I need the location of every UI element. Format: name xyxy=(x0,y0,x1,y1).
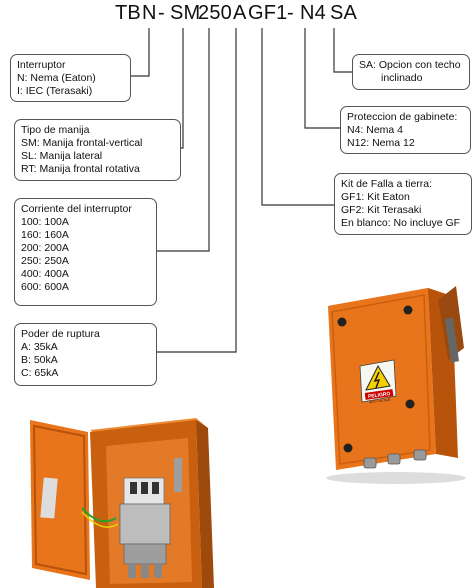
box-proteccion-gabinete: Proteccion de gabinete: N4: Nema 4 N12: … xyxy=(340,106,471,154)
box-interruptor-title: Interruptor xyxy=(17,59,66,71)
box-interruptor: Interruptor N: Nema (Eaton) I: IEC (Tera… xyxy=(10,54,131,102)
box-manija-line-2: SL: Manija lateral xyxy=(21,150,103,162)
code-250: 250 xyxy=(198,2,232,24)
box-kit-falla: Kit de Falla a tierra: GF1: Kit Eaton GF… xyxy=(334,173,472,235)
box-ruptura-line-3: C: 65kA xyxy=(21,367,59,379)
box-manija-line-1: SM: Manija frontal-vertical xyxy=(21,137,143,149)
connector-250 xyxy=(157,28,210,252)
connector-n4 xyxy=(304,28,340,129)
connector-n xyxy=(131,28,150,77)
box-gabinete-line-1: N4: Nema 4 xyxy=(347,124,404,136)
warning-label-subtext: ALTO VOLTAJE xyxy=(369,397,391,404)
box-tipo-manija: Tipo de manija SM: Manija frontal-vertic… xyxy=(14,119,181,181)
box-ruptura-title: Poder de ruptura xyxy=(21,328,100,340)
warning-label-text: PELIGRO xyxy=(368,391,391,400)
box-corriente-line-6: 600: 600A xyxy=(21,281,69,293)
box-falla-line-3: En blanco: No incluye GF xyxy=(341,217,461,229)
code-tb: TB xyxy=(115,2,141,24)
box-ruptura-line-2: B: 50kA xyxy=(21,354,58,366)
box-manija-line-3: RT: Manija frontal rotativa xyxy=(21,163,140,175)
box-corriente-line-3: 200: 200A xyxy=(21,242,69,254)
code-sm: SM xyxy=(170,2,201,24)
box-poder-ruptura: Poder de ruptura A: 35kA B: 50kA C: 65kA xyxy=(14,323,157,386)
breaker xyxy=(119,477,171,578)
box-gabinete-line-2: N12: Nema 12 xyxy=(347,137,415,149)
code-dash-1: - xyxy=(158,2,165,24)
connector-a xyxy=(157,28,237,353)
box-interruptor-line-1: N: Nema (Eaton) xyxy=(17,72,96,84)
warning-label: PELIGRO ALTO VOLTAJE xyxy=(359,359,397,404)
code-n4: N4 xyxy=(300,2,326,24)
box-ruptura-line-1: A: 35kA xyxy=(21,341,58,353)
box-manija-title: Tipo de manija xyxy=(21,124,90,136)
code-n: N xyxy=(142,2,157,24)
box-gabinete-title: Proteccion de gabinete: xyxy=(347,111,458,123)
open-cabinet-photo xyxy=(30,418,214,588)
box-falla-line-2: GF2: Kit Terasaki xyxy=(341,204,422,216)
connector-sa xyxy=(333,28,352,73)
box-techo: SA: Opcion con techo inclinado xyxy=(352,54,470,90)
box-corriente-line-4: 250: 250A xyxy=(21,255,69,267)
connector-sm xyxy=(181,28,184,149)
code-sa: SA xyxy=(330,2,358,24)
code-dash-2: - xyxy=(287,2,294,24)
box-corriente-line-1: 100: 100A xyxy=(21,216,69,228)
model-code: TB N - SM 250 A GF1 - N4 SA xyxy=(0,0,474,30)
box-techo-line-2: inclinado xyxy=(381,72,423,84)
box-corriente-line-5: 400: 400A xyxy=(21,268,69,280)
box-interruptor-line-2: I: IEC (Terasaki) xyxy=(17,85,93,97)
box-techo-line-1: SA: Opcion con techo xyxy=(359,59,461,71)
box-falla-line-1: GF1: Kit Eaton xyxy=(341,191,410,203)
connector-gf1 xyxy=(261,28,334,206)
closed-cabinet-photo: PELIGRO ALTO VOLTAJE xyxy=(326,286,466,484)
box-corriente-title: Corriente del interruptor xyxy=(21,203,132,215)
box-falla-title: Kit de Falla a tierra: xyxy=(341,178,433,190)
box-corriente: Corriente del interruptor 100: 100A 160:… xyxy=(14,198,157,306)
box-corriente-line-2: 160: 160A xyxy=(21,229,69,241)
code-a: A xyxy=(233,2,247,24)
code-gf1: GF1 xyxy=(248,2,288,24)
